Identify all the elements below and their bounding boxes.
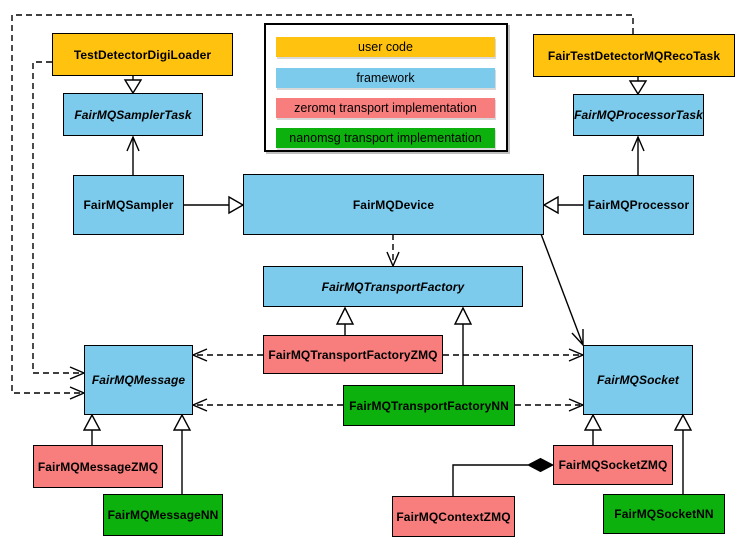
edge-processor-device	[542, 195, 583, 215]
node-fairmqsocket: FairMQSocket	[583, 345, 693, 415]
legend-item-nanomsg: nanomsg transport implementation	[276, 128, 495, 148]
edge-sockzmq-socket	[583, 413, 603, 445]
edge-tfnn-to-message	[191, 398, 343, 412]
node-fairmqcontextzmq: FairMQContextZMQ	[392, 496, 515, 537]
node-fairmqtransportfactorynn: FairMQTransportFactoryNN	[343, 385, 515, 426]
edge-msgzmq-message	[82, 413, 102, 445]
edge-processor-to-processortask	[631, 135, 645, 175]
legend: user code framework zeromq transport imp…	[264, 23, 508, 152]
edge-device-to-socket	[540, 233, 584, 347]
node-fairmqprocessor: FairMQProcessor	[583, 175, 694, 235]
edge-digiloader-samplertask	[123, 76, 143, 95]
node-fairmqtransportfactory: FairMQTransportFactory	[263, 266, 523, 307]
node-fairmqsocketnn: FairMQSocketNN	[603, 494, 725, 534]
node-testdetectordigiloader: TestDetectorDigiLoader	[52, 33, 233, 76]
node-fairmqsampler: FairMQSampler	[73, 175, 184, 235]
node-fairtestdetectormqrecotask: FairTestDetectorMQRecoTask	[533, 34, 735, 77]
node-fairmqtransportfactoryzmq: FairMQTransportFactoryZMQ	[263, 335, 443, 374]
node-fairmqsocketzmq: FairMQSocketZMQ	[553, 445, 673, 485]
edge-sampler-device	[184, 195, 245, 215]
edge-recotask-processortask	[628, 77, 648, 96]
node-fairmqprocessortask: FairMQProcessorTask	[573, 94, 704, 136]
edge-tfnn-to-socket	[515, 398, 585, 412]
legend-item-framework: framework	[276, 68, 495, 88]
edge-tfzmq-to-message	[191, 348, 263, 362]
edge-tfnn-transportfactory	[453, 306, 473, 385]
node-fairmqdevice: FairMQDevice	[243, 174, 544, 235]
edge-context-sockzmq	[452, 457, 555, 496]
edge-socknn-socket	[673, 413, 693, 494]
edge-msgnn-message	[172, 413, 192, 494]
edge-tfzmq-transportfactory	[335, 306, 355, 335]
node-fairmqmessage: FairMQMessage	[84, 345, 193, 415]
edge-tfzmq-to-socket	[443, 348, 585, 362]
edge-sampler-to-samplertask	[126, 135, 140, 175]
legend-item-zeromq: zeromq transport implementation	[276, 98, 495, 118]
node-fairmqsamplertask: FairMQSamplerTask	[63, 93, 203, 136]
node-fairmqmessagenn: FairMQMessageNN	[103, 494, 223, 536]
legend-item-user-code: user code	[276, 37, 495, 57]
node-fairmqmessagezmq: FairMQMessageZMQ	[33, 445, 163, 488]
edge-device-to-transportfactory	[386, 234, 400, 268]
